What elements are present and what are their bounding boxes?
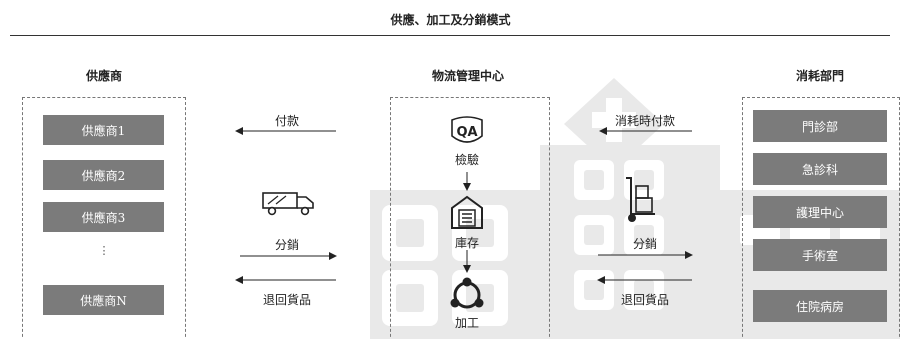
supplier-ellipsis: ⋮ [98, 244, 110, 257]
truck-icon [262, 192, 314, 216]
department-box-1: 門診部 [753, 110, 887, 142]
department-box-2: 急診科 [753, 153, 887, 185]
suppliers-heading: 供應商 [85, 69, 122, 83]
returns-left-label: 退回貨品 [262, 293, 311, 307]
department-box-5: 住院病房 [753, 290, 887, 322]
supplier-box-1: 供應商1 [43, 115, 164, 145]
payment-label: 付款 [274, 114, 299, 128]
supplier-box-2: 供應商2 [43, 160, 164, 190]
center-heading: 物流管理中心 [431, 69, 504, 83]
stock-label: 庫存 [454, 236, 479, 250]
department-box-3: 護理中心 [753, 196, 887, 228]
distribution-left-label: 分銷 [274, 238, 299, 252]
center-container [390, 97, 550, 339]
departments-container [742, 97, 900, 339]
supplier-box-3: 供應商3 [43, 202, 164, 232]
supplier-box-n: 供應商N [43, 285, 164, 315]
qa-badge-icon: QA [451, 116, 483, 143]
returns-right-label: 退回貨品 [620, 293, 669, 307]
suppliers-container [22, 97, 186, 339]
distribution-right-label: 分銷 [632, 237, 657, 251]
departments-heading: 消耗部門 [795, 69, 844, 83]
qa-icon-text: QA [456, 125, 477, 140]
warehouse-icon [451, 195, 483, 229]
department-box-4: 手術室 [753, 239, 887, 271]
diagram-title: 供應、加工及分銷模式 [390, 13, 511, 27]
inspection-label: 檢驗 [454, 153, 479, 167]
process-cycle-icon [450, 277, 484, 309]
title-rule [10, 35, 890, 36]
payment-on-consumption-label: 消耗時付款 [614, 114, 675, 128]
processing-label: 加工 [454, 316, 479, 330]
hand-truck-icon [626, 177, 655, 222]
